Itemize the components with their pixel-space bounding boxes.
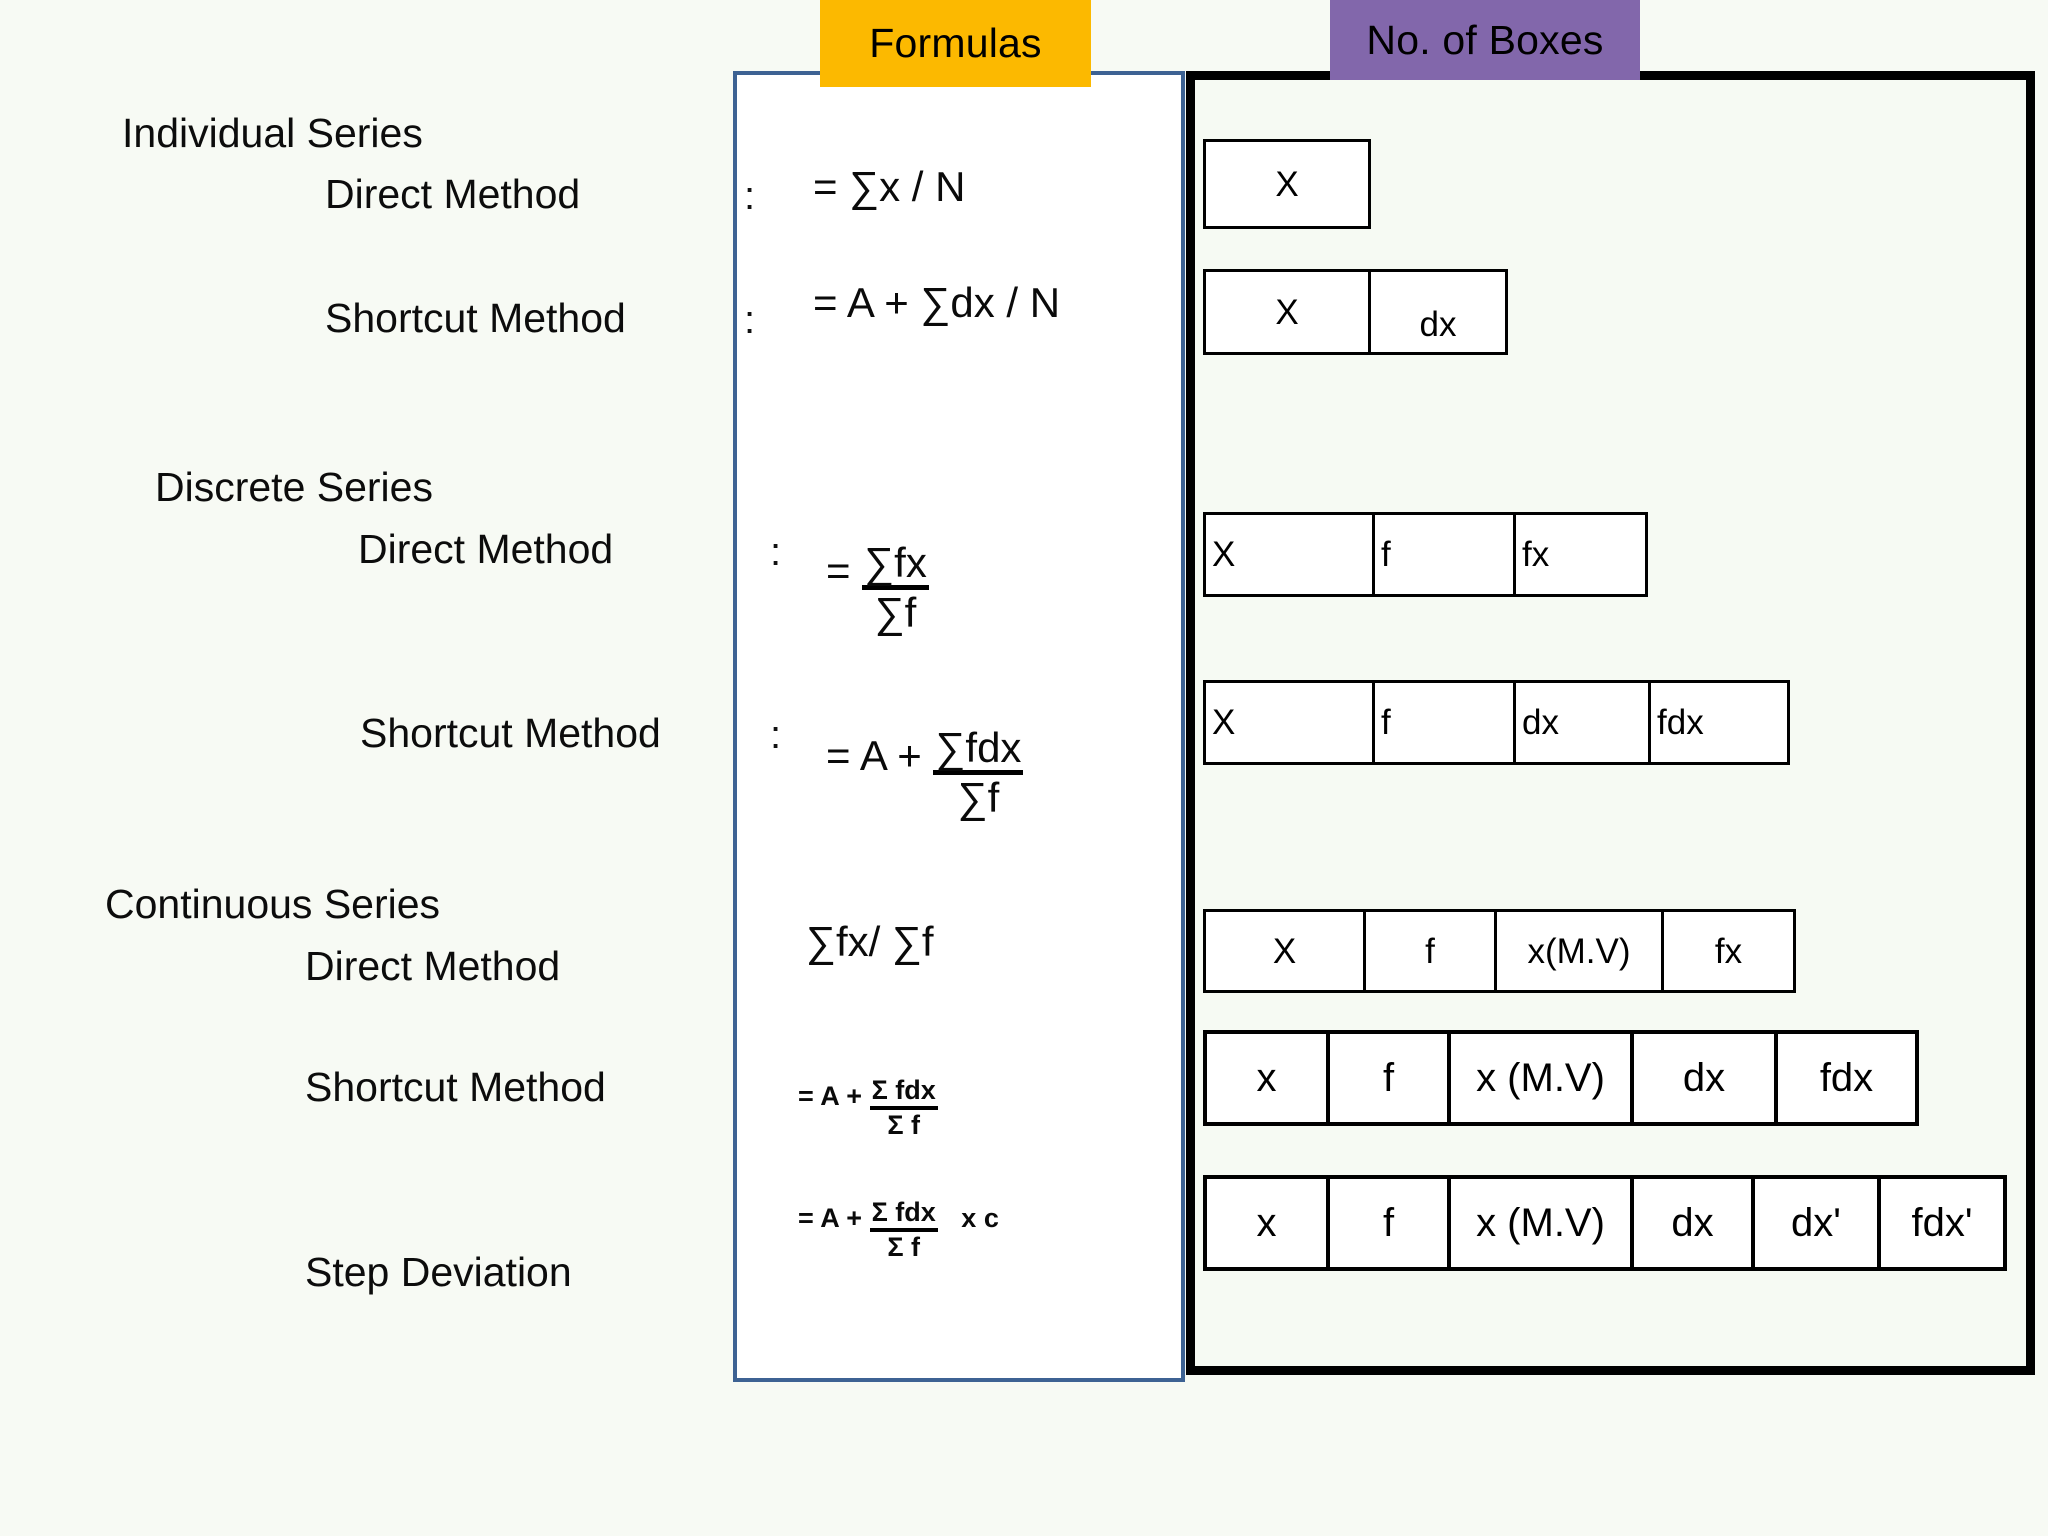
formula-prefix: = A +	[798, 1081, 863, 1112]
fraction-denominator: ∑f	[874, 589, 917, 637]
box-cell: dx'	[1751, 1175, 1881, 1271]
box-row-discrete-direct: X f fx	[1203, 512, 1648, 597]
method-label-continuous-step-deviation: Step Deviation	[305, 1249, 572, 1295]
method-label-individual-shortcut: Shortcut Method	[325, 295, 626, 341]
formula-continuous-shortcut: = A + Σ fdx Σ f	[798, 1066, 938, 1139]
section-title-continuous-series: Continuous Series	[105, 881, 441, 927]
box-row-individual-shortcut: X dx	[1203, 269, 1508, 355]
box-row-continuous-direct: X f x(M.V) fx	[1203, 909, 1796, 993]
fraction: ∑fx ∑f	[862, 541, 929, 637]
box-cell: f	[1363, 909, 1497, 993]
section-title-individual-series: Individual Series	[122, 110, 423, 156]
fraction: Σ fdx Σ f	[869, 1199, 938, 1262]
fraction-numerator: ∑fdx	[933, 726, 1024, 776]
formula-continuous-step-deviation: = A + Σ fdx Σ f x c	[798, 1188, 999, 1261]
box-cell: x(M.V)	[1494, 909, 1664, 993]
box-cell: f	[1372, 512, 1516, 597]
box-cell: x (M.V)	[1447, 1030, 1634, 1126]
box-cell: f	[1326, 1030, 1451, 1126]
box-cell: f	[1326, 1175, 1451, 1271]
method-label-discrete-shortcut: Shortcut Method	[360, 710, 661, 756]
boxes-header-tab: No. of Boxes	[1330, 0, 1640, 80]
box-cell: X	[1203, 680, 1375, 765]
box-cell: x (M.V)	[1447, 1175, 1634, 1271]
fraction-denominator: ∑f	[957, 774, 1000, 822]
fraction: Σ fdx Σ f	[869, 1077, 938, 1140]
box-cell: fx	[1513, 512, 1648, 597]
box-cell: fdx	[1774, 1030, 1919, 1126]
section-title-discrete-series: Discrete Series	[155, 464, 433, 510]
formula-suffix: x c	[961, 1203, 999, 1234]
colon-discrete-direct: :	[770, 530, 782, 574]
formulas-panel	[733, 71, 1185, 1382]
box-cell: X	[1203, 139, 1371, 229]
method-label-individual-direct: Direct Method	[325, 171, 581, 217]
fraction: ∑fdx ∑f	[933, 726, 1024, 822]
fraction-denominator: Σ f	[887, 1109, 921, 1140]
box-row-individual-direct: X	[1203, 139, 1371, 229]
box-cell: fdx'	[1877, 1175, 2007, 1271]
box-row-continuous-shortcut: x f x (M.V) dx fdx	[1203, 1030, 1919, 1126]
fraction-denominator: Σ f	[887, 1231, 921, 1262]
box-cell: fdx	[1648, 680, 1790, 765]
box-cell: f	[1372, 680, 1516, 765]
formulas-header-label: Formulas	[869, 20, 1042, 66]
formula-discrete-direct: = ∑fx ∑f	[826, 524, 929, 635]
box-row-discrete-shortcut: X f dx fdx	[1203, 680, 1790, 765]
formula-individual-direct: = ∑x / N	[813, 163, 966, 210]
boxes-header-label: No. of Boxes	[1366, 16, 1604, 63]
formula-prefix: = A +	[826, 731, 922, 779]
method-label-continuous-direct: Direct Method	[305, 943, 561, 989]
formula-prefix: =	[826, 546, 851, 594]
formula-individual-shortcut: = A + ∑dx / N	[813, 279, 1061, 326]
box-cell-label: dx	[1419, 304, 1457, 344]
colon-individual-shortcut: :	[744, 298, 756, 342]
fraction-numerator: ∑fx	[862, 541, 929, 591]
method-label-discrete-direct: Direct Method	[358, 526, 614, 572]
box-cell: dx	[1513, 680, 1651, 765]
box-cell: X	[1203, 512, 1375, 597]
fraction-numerator: Σ fdx	[869, 1199, 938, 1232]
formulas-header-tab: Formulas	[820, 0, 1091, 87]
formula-discrete-shortcut: = A + ∑fdx ∑f	[826, 709, 1024, 820]
box-cell: X	[1203, 909, 1366, 993]
box-cell: x	[1203, 1030, 1330, 1126]
box-row-continuous-step-deviation: x f x (M.V) dx dx' fdx'	[1203, 1175, 2007, 1271]
box-cell: x	[1203, 1175, 1330, 1271]
colon-individual-direct: :	[744, 174, 756, 218]
box-cell: dx	[1630, 1175, 1755, 1271]
formula-prefix: = A +	[798, 1203, 863, 1234]
method-label-continuous-shortcut: Shortcut Method	[305, 1064, 606, 1110]
box-cell: X	[1203, 269, 1371, 355]
fraction-numerator: Σ fdx	[869, 1077, 938, 1110]
box-cell: fx	[1661, 909, 1796, 993]
formula-continuous-direct: ∑fx/ ∑f	[806, 918, 934, 965]
box-cell: dx	[1368, 269, 1508, 355]
box-cell: dx	[1630, 1030, 1778, 1126]
colon-discrete-shortcut: :	[770, 713, 782, 757]
